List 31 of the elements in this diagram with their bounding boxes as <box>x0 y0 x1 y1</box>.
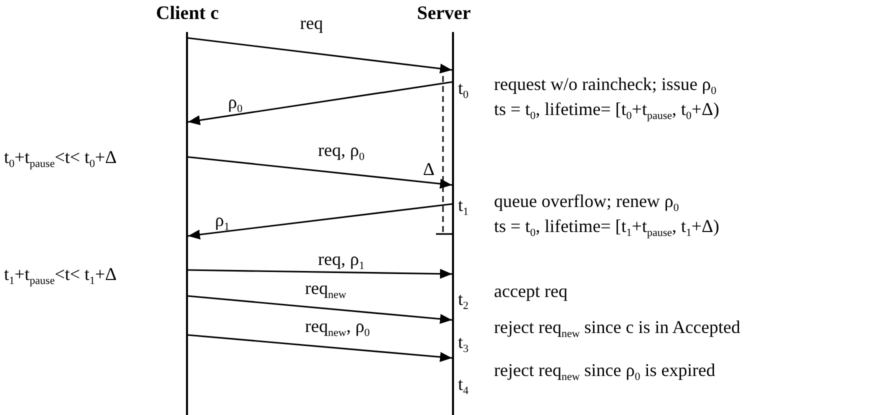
note-text: queue overflow; renew ρ$_{0}$ <box>494 192 679 214</box>
condition-text: t$_{0}$+t$_{pause}$<t< t$_{0}$+Δ <box>4 148 117 170</box>
condition-text: t$_{1}$+t$_{pause}$<t< t$_{1}$+Δ <box>4 265 117 287</box>
edge-label: req, ρ$_{0}$ <box>318 141 364 163</box>
lifeline-heading: Server <box>417 4 471 23</box>
message-arrow <box>188 81 452 126</box>
interval-label: Δ <box>423 160 435 178</box>
edge-label: req$_{new}$, ρ$_{0}$ <box>305 317 370 339</box>
edge-label: req <box>300 14 323 32</box>
note-text: reject req$_{new}$ since c is in Accepted <box>494 318 740 340</box>
message-arrow <box>188 334 452 362</box>
note-text: ts = t$_{0}$, lifetime= [t$_{1}$+t$_{pause}$, t$_{1}$+Δ) <box>494 217 720 239</box>
note-text: ts = t$_{0}$, lifetime= [t$_{0}$+t$_{pause}$, t$_{0}$+Δ) <box>494 100 720 122</box>
message-arrow <box>188 203 452 240</box>
message-arrow <box>188 295 452 324</box>
note-text: request w/o raincheck; issue ρ$_{0}$ <box>494 75 716 97</box>
time-label: t$_{2}$ <box>458 290 469 312</box>
time-label: t$_{0}$ <box>458 79 469 101</box>
edge-label: ρ$_{1}$ <box>215 211 230 233</box>
time-label: t$_{3}$ <box>458 333 469 355</box>
message-arrow <box>188 268 452 279</box>
time-label: t$_{1}$ <box>458 196 469 218</box>
message-arrow <box>188 156 452 189</box>
note-text: reject req$_{new}$ since ρ$_{0}$ is expired <box>494 361 716 383</box>
lifeline-heading: Client c <box>156 4 219 23</box>
message-arrow <box>188 37 452 74</box>
edge-label: req, ρ$_{1}$ <box>318 250 364 272</box>
edge-label: req$_{new}$ <box>305 279 346 301</box>
edge-label: ρ$_{0}$ <box>228 93 242 115</box>
note-text: accept req <box>494 282 568 300</box>
time-label: t$_{4}$ <box>458 375 469 397</box>
